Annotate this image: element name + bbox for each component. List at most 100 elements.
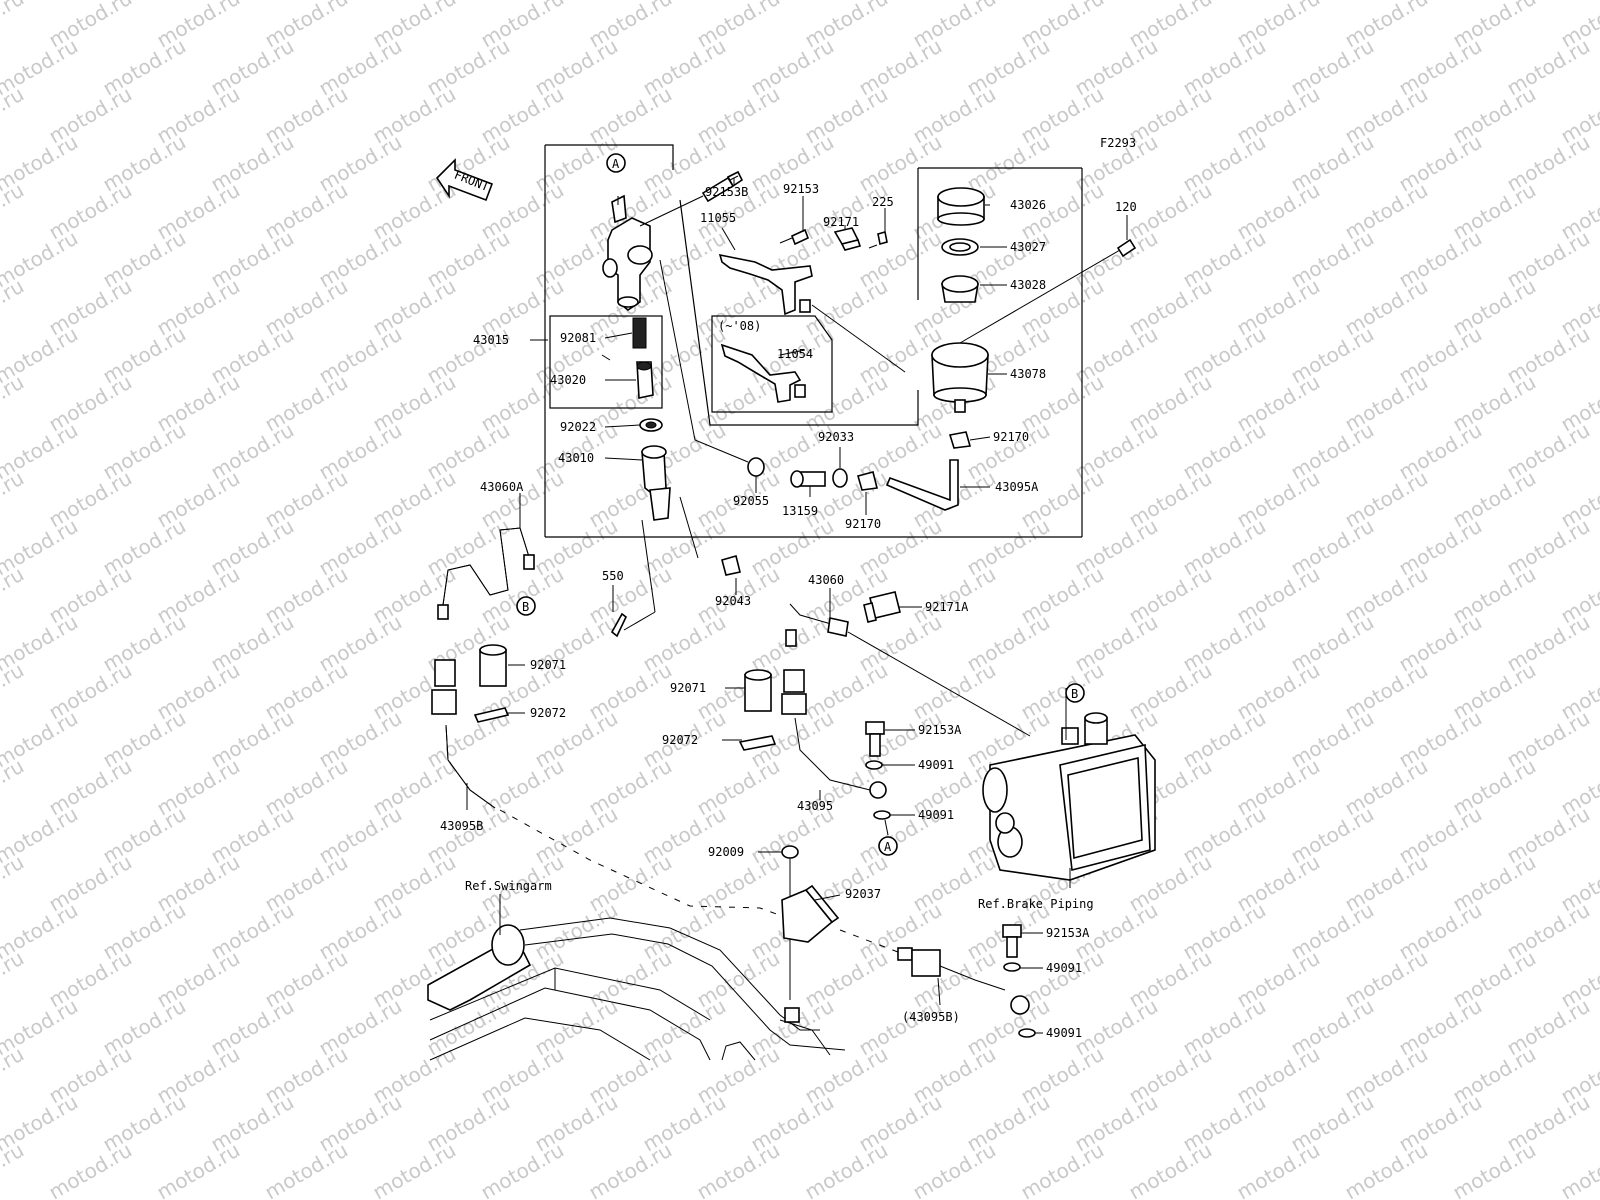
spring-92081 (632, 317, 647, 349)
watermark-text: motod.ru (0, 1042, 28, 1109)
guide-92037 (781, 884, 840, 943)
label-92055: 92055 (733, 494, 769, 508)
label-550: 550 (602, 569, 624, 583)
label-92153B: 92153B (705, 185, 748, 199)
clamp-92171 (833, 227, 862, 251)
watermark-text: motod.ru (45, 1138, 136, 1200)
screw-92153 (779, 228, 810, 246)
watermark-text: motod.ru (1449, 1138, 1540, 1200)
clamp-92171A (863, 591, 901, 623)
label-92171A: 92171A (925, 600, 969, 614)
label-225: 225 (872, 195, 894, 209)
oring-92033 (832, 468, 848, 488)
label-92071-left: 92071 (530, 658, 566, 672)
watermark-text: motod.ru (0, 850, 28, 917)
label-43095B-paren: (43095B) (902, 1010, 960, 1024)
label-49091-b: 49091 (918, 808, 954, 822)
label-11054: 11054 (777, 347, 813, 361)
ref-swingarm: Ref.Swingarm (465, 879, 552, 893)
watermark-text: motod.ru (0, 1138, 28, 1200)
reservoir-43078 (931, 249, 1121, 413)
swingarm (427, 917, 846, 1061)
label-43015: 43015 (473, 333, 509, 347)
screw-225 (868, 230, 888, 249)
reservoir-cap-43026 (937, 187, 985, 226)
sleeve-92071 (479, 644, 772, 712)
clamp-92072 (473, 707, 777, 751)
watermark-text: motod.ru (0, 562, 28, 629)
label-92171: 92171 (823, 215, 859, 229)
callout-marker-a-bottom: A (878, 836, 898, 856)
label-11055: 11055 (700, 211, 736, 225)
label-49091-c: 49091 (1046, 961, 1082, 975)
label-43095B: 43095B (440, 819, 483, 833)
label-92033: 92033 (818, 430, 854, 444)
label-43095: 43095 (797, 799, 833, 813)
svg-text:B: B (522, 600, 529, 614)
label-43027: 43027 (1010, 240, 1046, 254)
diaphragm-43028 (941, 275, 979, 303)
washer-92022 (639, 418, 663, 432)
label-43020: 43020 (550, 373, 586, 387)
variant-box: (~'08) (711, 315, 833, 413)
watermark-text: motod.ru (801, 1138, 892, 1200)
hose-clamp-92170 (857, 431, 972, 491)
bracket-11054 (720, 343, 806, 403)
callout-marker-b-pipe: B (516, 596, 536, 616)
watermark-text: motod.ru (909, 1138, 1000, 1200)
callout-marker-b-abs: B (1065, 683, 1085, 703)
watermark-text: motod.ru (0, 178, 28, 245)
label-92022: 92022 (560, 420, 596, 434)
label-49091-a: 49091 (918, 758, 954, 772)
variant-note: (~'08) (718, 319, 761, 333)
label-43060: 43060 (808, 573, 844, 587)
watermark-text: motod.ru (0, 370, 28, 437)
watermark-text: motod.ru (1341, 1138, 1432, 1200)
svg-text:B: B (1071, 687, 1078, 701)
label-92071-right: 92071 (670, 681, 706, 695)
pushrod-43010 (641, 445, 699, 559)
abs-unit (982, 712, 1156, 881)
brake-pipe-43060 (785, 603, 1031, 737)
watermark-text: motod.ru (0, 466, 28, 533)
piston-subassembly-box (549, 315, 663, 409)
label-43010: 43010 (558, 451, 594, 465)
screw-120 (1116, 238, 1137, 258)
bracket-subassembly-box (679, 199, 919, 426)
watermark-text: motod.ru (0, 658, 28, 725)
watermark-text: motod.ru (0, 0, 28, 52)
cotter-pin-550 (610, 519, 656, 638)
label-92170-upper: 92170 (993, 430, 1029, 444)
svg-text:A: A (884, 840, 892, 854)
label-92009: 92009 (708, 845, 744, 859)
label-92081: 92081 (560, 331, 596, 345)
watermark-text: motod.ru (0, 274, 28, 341)
reservoir-hose-43095A (885, 459, 959, 511)
part-labels: 92153B 92153 225 11055 92171 43026 120 4… (440, 182, 1137, 1040)
ref-brake-piping: Ref.Brake Piping (978, 897, 1094, 911)
label-43060A: 43060A (480, 480, 524, 494)
callout-marker-a-top: A (606, 153, 626, 173)
watermark-text: motod.ru (693, 1138, 784, 1200)
watermark-text: motod.ru (1125, 1138, 1216, 1200)
bracket-11055 (718, 253, 906, 373)
label-92153: 92153 (783, 182, 819, 196)
label-92153A-upper: 92153A (918, 723, 962, 737)
watermark-text: motod.ru (585, 1138, 676, 1200)
svg-text:A: A (612, 157, 620, 171)
brake-hose-43095 (781, 669, 887, 799)
watermark-text: motod.ru (261, 1138, 352, 1200)
leader-lines (466, 175, 1128, 1034)
label-43026: 43026 (1010, 198, 1046, 212)
plate-43027 (941, 238, 979, 256)
label-92037: 92037 (845, 887, 881, 901)
pin-92043 (721, 555, 741, 576)
piston-43020 (636, 361, 654, 399)
watermark-text: motod.ru (477, 1138, 568, 1200)
figure-code: F2293 (1100, 136, 1136, 150)
watermark-text: motod.ru (369, 1138, 460, 1200)
label-13159: 13159 (782, 504, 818, 518)
label-120: 120 (1115, 200, 1137, 214)
